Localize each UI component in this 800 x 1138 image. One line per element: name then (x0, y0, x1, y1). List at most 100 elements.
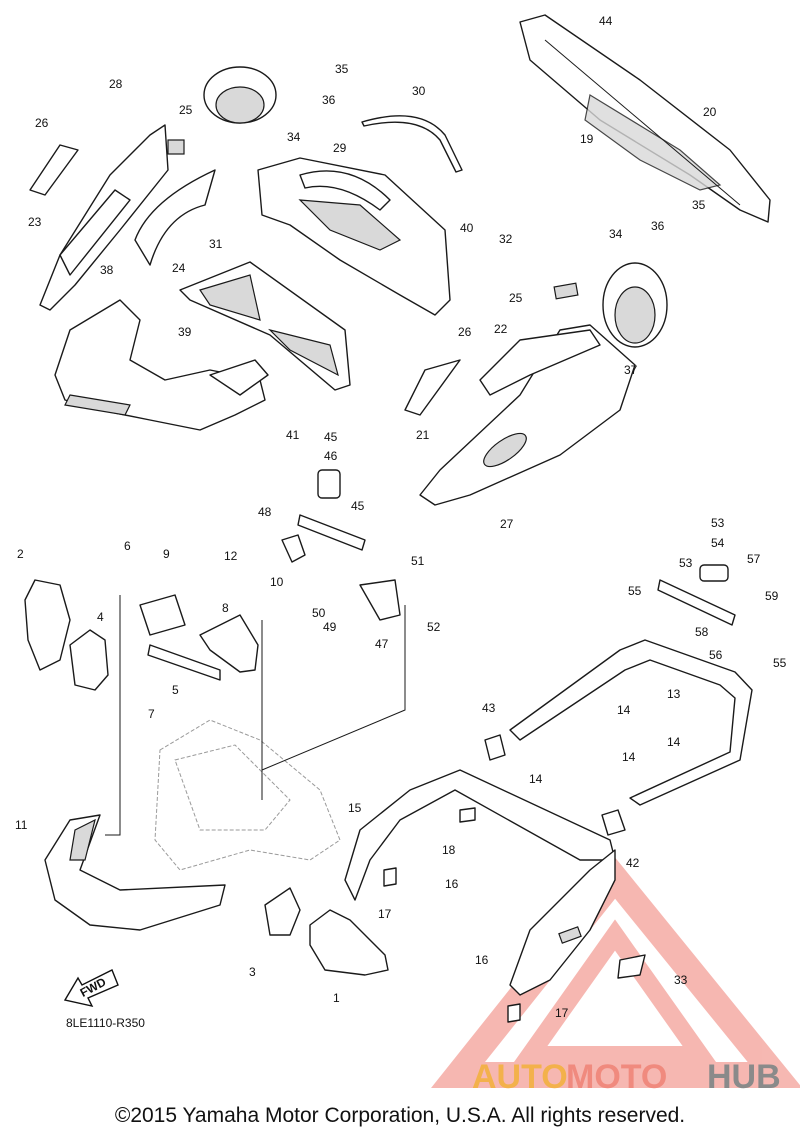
callout-17a: 17 (378, 907, 392, 921)
callout-55a: 55 (628, 584, 642, 598)
callout-24: 24 (172, 261, 186, 275)
part-23-left-side-cover[interactable] (39, 124, 169, 311)
part-47-bracket[interactable] (359, 579, 401, 621)
part-38-lower-duct[interactable] (54, 299, 269, 431)
callout-6: 6 (124, 539, 131, 553)
part-53-damper[interactable] (657, 579, 736, 626)
callout-37: 37 (624, 363, 638, 377)
callout-2: 2 (17, 547, 24, 561)
part-34-cap-right[interactable] (602, 262, 668, 348)
callout-1: 1 (333, 991, 340, 1005)
callout-51: 51 (411, 554, 425, 568)
part-4-bracket[interactable] (69, 629, 109, 691)
callout-28: 28 (109, 77, 123, 91)
callout-45b: 45 (351, 499, 365, 513)
callout-47: 47 (375, 637, 389, 651)
watermark-triangle (431, 857, 800, 1088)
watermark-part2: MOTO (566, 1058, 667, 1096)
part-11-front-cowl[interactable] (44, 814, 226, 931)
callout-22: 22 (494, 322, 508, 336)
part-3-bracket[interactable] (264, 887, 301, 936)
callout-54: 54 (711, 536, 725, 550)
callout-5: 5 (172, 683, 179, 697)
part-25-clip-left[interactable] (167, 139, 185, 155)
callout-16a: 16 (445, 877, 459, 891)
callout-53b: 53 (679, 556, 693, 570)
callout-35b: 35 (692, 198, 706, 212)
part-43-grommet[interactable] (484, 734, 506, 761)
part-33-label[interactable] (617, 954, 646, 979)
callout-40: 40 (460, 221, 474, 235)
callout-42: 42 (626, 856, 640, 870)
callout-31: 31 (209, 237, 223, 251)
callout-53a: 53 (711, 516, 725, 530)
callout-36a: 36 (322, 93, 336, 107)
copyright-notice: ©2015 Yamaha Motor Corporation, U.S.A. A… (114, 1104, 686, 1127)
callout-7: 7 (148, 707, 155, 721)
watermark-part1: AUTO (472, 1058, 568, 1096)
part-17-nut-lower[interactable] (507, 1003, 521, 1023)
part-8-bracket[interactable] (199, 614, 259, 673)
callout-48: 48 (258, 505, 272, 519)
callout-41: 41 (286, 428, 300, 442)
callout-45a: 45 (324, 430, 338, 444)
part-45-damper[interactable] (297, 514, 366, 551)
callout-17b: 17 (555, 1006, 569, 1020)
callout-43: 43 (482, 701, 496, 715)
part-13-rear-rail[interactable] (509, 639, 753, 806)
callout-8: 8 (222, 601, 229, 615)
part-side-panel-right[interactable] (509, 849, 616, 996)
part-31-mesh-panel[interactable] (179, 261, 351, 391)
part-42-grommet[interactable] (601, 809, 626, 836)
part-25-clip-right[interactable] (553, 282, 579, 300)
callout-16b: 16 (475, 953, 489, 967)
callout-15: 15 (348, 801, 362, 815)
callout-14b: 14 (667, 735, 681, 749)
part-17-nut-upper[interactable] (383, 867, 397, 887)
part-18-clip[interactable] (459, 807, 476, 823)
part-24-cover[interactable] (134, 169, 216, 266)
callout-4: 4 (97, 610, 104, 624)
callout-19: 19 (580, 132, 594, 146)
callout-50: 50 (312, 606, 326, 620)
callout-52: 52 (427, 620, 441, 634)
part-29-center-duct[interactable] (257, 157, 451, 316)
callout-55b: 55 (773, 656, 787, 670)
part-21-right-side-cover[interactable] (419, 324, 636, 506)
callout-32: 32 (499, 232, 513, 246)
callout-39: 39 (178, 325, 192, 339)
callout-10: 10 (270, 575, 284, 589)
callout-25b: 25 (509, 291, 523, 305)
fwd-arrow-icon: FWD (63, 969, 119, 1008)
callout-30: 30 (412, 84, 426, 98)
part-54-sleeve[interactable] (699, 564, 729, 582)
part-26-label-left[interactable] (29, 144, 79, 196)
part-30-trim-strip[interactable] (361, 115, 463, 173)
callout-25a: 25 (179, 103, 193, 117)
part-5-stay-rod[interactable] (147, 644, 221, 681)
callout-29: 29 (333, 141, 347, 155)
part-34-ring-top[interactable] (203, 66, 277, 124)
part-2-inner-cover[interactable] (24, 579, 71, 671)
callout-13: 13 (667, 687, 681, 701)
watermark-part3: HUB (707, 1058, 781, 1096)
callout-34b: 34 (609, 227, 623, 241)
callout-21: 21 (416, 428, 430, 442)
part-48-holder[interactable] (281, 534, 306, 563)
callout-58: 58 (695, 625, 709, 639)
part-46-sleeve[interactable] (317, 469, 341, 499)
callout-27: 27 (500, 517, 514, 531)
callout-3: 3 (249, 965, 256, 979)
callout-14d: 14 (622, 750, 636, 764)
callout-34a: 34 (287, 130, 301, 144)
part-26-label-right[interactable] (404, 359, 461, 416)
part-1-intake-duct[interactable] (309, 909, 389, 976)
callout-46: 46 (324, 449, 338, 463)
part-9-stay[interactable] (139, 594, 186, 636)
callout-12: 12 (224, 549, 238, 563)
callout-49: 49 (323, 620, 337, 634)
part-44-rear-grille[interactable] (519, 14, 771, 223)
callout-36b: 36 (651, 219, 665, 233)
part-15-tail-cowl[interactable] (344, 769, 616, 901)
